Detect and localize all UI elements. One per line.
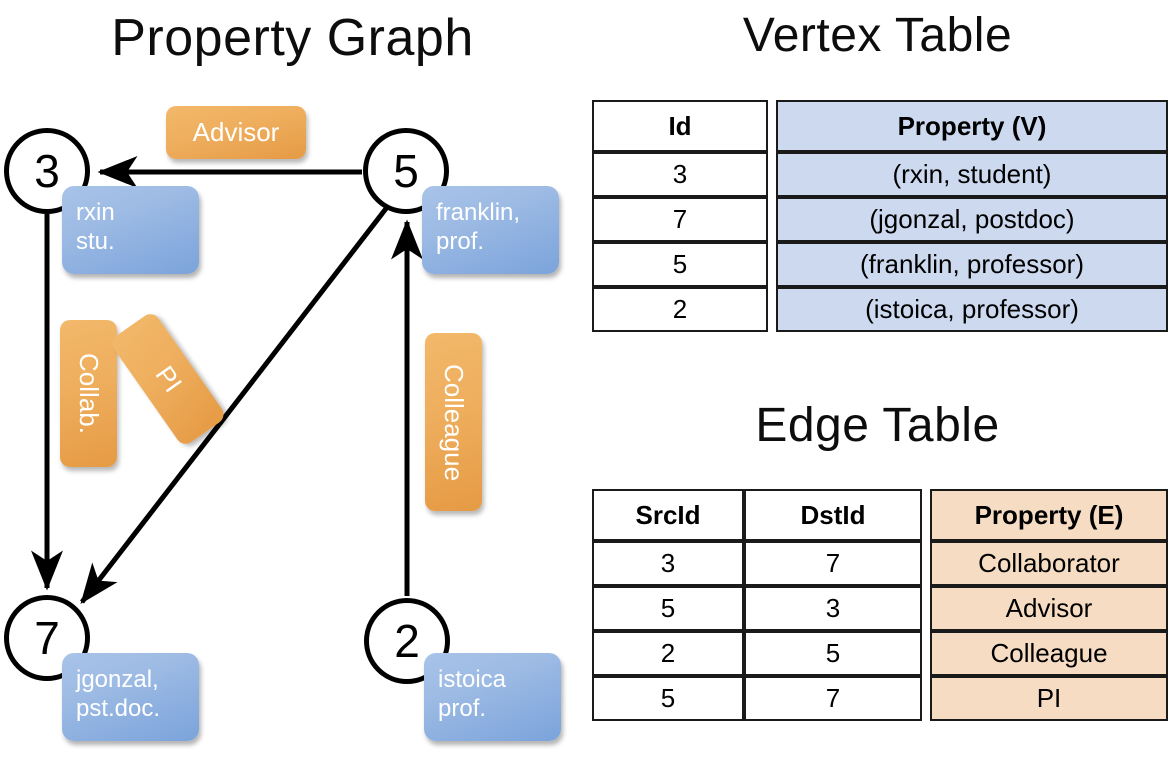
edge-label-colleague[interactable]: Colleague — [425, 333, 482, 511]
vertex-cell-property: (franklin, professor) — [776, 242, 1168, 287]
edge-cell-dstid: 3 — [744, 586, 922, 631]
vertex-cell-id: 7 — [592, 197, 768, 242]
vertex-property-rxin-line1: rxin — [76, 199, 115, 226]
edge-cell-dstid: 7 — [744, 676, 922, 721]
page-title-edge-table: Edge Table — [755, 399, 1000, 452]
edge-table-header-dstid: DstId — [744, 489, 922, 541]
edge-cell-srcid: 2 — [592, 631, 744, 676]
edge-cell-property: Advisor — [930, 586, 1168, 631]
edge-table-header-row: SrcId DstId Property (E) — [592, 489, 1168, 541]
edge-label-collab-text: Collab. — [74, 353, 104, 434]
table-column-gap — [768, 100, 776, 152]
edge-label-collab[interactable]: Collab. — [60, 320, 117, 467]
vertex-property-box-rxin[interactable]: rxin stu. — [62, 186, 199, 274]
table-column-gap — [922, 541, 930, 586]
vertex-property-jgonzal-line1: jgonzal, — [76, 666, 159, 693]
edge-cell-srcid: 5 — [592, 586, 744, 631]
vertex-property-franklin-line2: prof. — [436, 228, 485, 256]
vertex-cell-property: (rxin, student) — [776, 152, 1168, 197]
table-row[interactable]: 5 3 Advisor — [592, 586, 1168, 631]
edge-cell-dstid: 5 — [744, 631, 922, 676]
graph-node-2[interactable]: 2 — [364, 598, 450, 684]
edge-cell-property: PI — [930, 676, 1168, 721]
vertex-cell-id: 2 — [592, 287, 768, 332]
table-row[interactable]: 5 7 PI — [592, 676, 1168, 721]
table-column-gap — [768, 287, 776, 332]
graph-edges-layer — [31, 156, 423, 604]
edge-label-pi-text: PI — [149, 360, 188, 398]
table-column-gap — [922, 586, 930, 631]
table-row[interactable]: 3 (rxin, student) — [592, 152, 1168, 197]
edge-label-advisor[interactable]: Advisor — [166, 106, 306, 159]
graph-node-5[interactable]: 5 — [363, 128, 449, 214]
table-row[interactable]: 2 5 Colleague — [592, 631, 1168, 676]
edge-table-header-property: Property (E) — [930, 489, 1168, 541]
vertex-property-box-franklin[interactable]: franklin, prof. — [422, 186, 559, 274]
vertex-table-header-id: Id — [592, 100, 768, 152]
vertex-table-header-property: Property (V) — [776, 100, 1168, 152]
table-row[interactable]: 2 (istoica, professor) — [592, 287, 1168, 332]
edge-cell-srcid: 5 — [592, 676, 744, 721]
edge-cell-srcid: 3 — [592, 541, 744, 586]
table-row[interactable]: 7 (jgonzal, postdoc) — [592, 197, 1168, 242]
edge-cell-property: Colleague — [930, 631, 1168, 676]
table-row[interactable]: 5 (franklin, professor) — [592, 242, 1168, 287]
vertex-property-box-jgonzal[interactable]: jgonzal, pst.doc. — [62, 653, 199, 741]
edge-table-header-srcid: SrcId — [592, 489, 744, 541]
edge-cell-property: Collaborator — [930, 541, 1168, 586]
vertex-cell-property: (jgonzal, postdoc) — [776, 197, 1168, 242]
graph-node-7-label: 7 — [34, 612, 60, 664]
edge-label-advisor-text: Advisor — [192, 117, 280, 147]
table-column-gap — [922, 489, 930, 541]
vertex-property-franklin-line1: franklin, — [436, 199, 521, 226]
page-title-vertex-table: Vertex Table — [742, 9, 1013, 62]
page-title-property-graph: Property Graph — [111, 9, 474, 67]
graph-node-3-label: 3 — [34, 145, 60, 197]
vertex-cell-id: 3 — [592, 152, 768, 197]
table-column-gap — [768, 197, 776, 242]
vertex-table-header-row: Id Property (V) — [592, 100, 1168, 152]
table-column-gap — [768, 242, 776, 287]
edge-cell-dstid: 7 — [744, 541, 922, 586]
table-column-gap — [922, 676, 930, 721]
table-row[interactable]: 3 7 Collaborator — [592, 541, 1168, 586]
edge-5-to-7-pi — [80, 204, 390, 604]
vertex-table: Id Property (V) 3 (rxin, student) 7 (jgo… — [592, 100, 1168, 332]
vertex-property-istoica-line2: prof. — [438, 695, 487, 723]
vertex-cell-property: (istoica, professor) — [776, 287, 1168, 332]
table-column-gap — [768, 152, 776, 197]
vertex-cell-id: 5 — [592, 242, 768, 287]
vertex-property-box-istoica[interactable]: istoica prof. — [424, 653, 561, 741]
edge-label-colleague-text: Colleague — [439, 363, 469, 481]
graph-node-2-label: 2 — [394, 615, 420, 667]
edge-table: SrcId DstId Property (E) 3 7 Collaborato… — [592, 489, 1168, 721]
vertex-property-jgonzal-line2: pst.doc. — [76, 695, 161, 723]
vertex-property-istoica-line1: istoica — [438, 666, 507, 693]
graph-node-5-label: 5 — [393, 145, 419, 197]
table-column-gap — [922, 631, 930, 676]
property-graph-panel: Property Graph 3 5 7 2 rxin stu. frankli… — [4, 9, 561, 741]
vertex-property-rxin-line2: stu. — [76, 228, 115, 256]
